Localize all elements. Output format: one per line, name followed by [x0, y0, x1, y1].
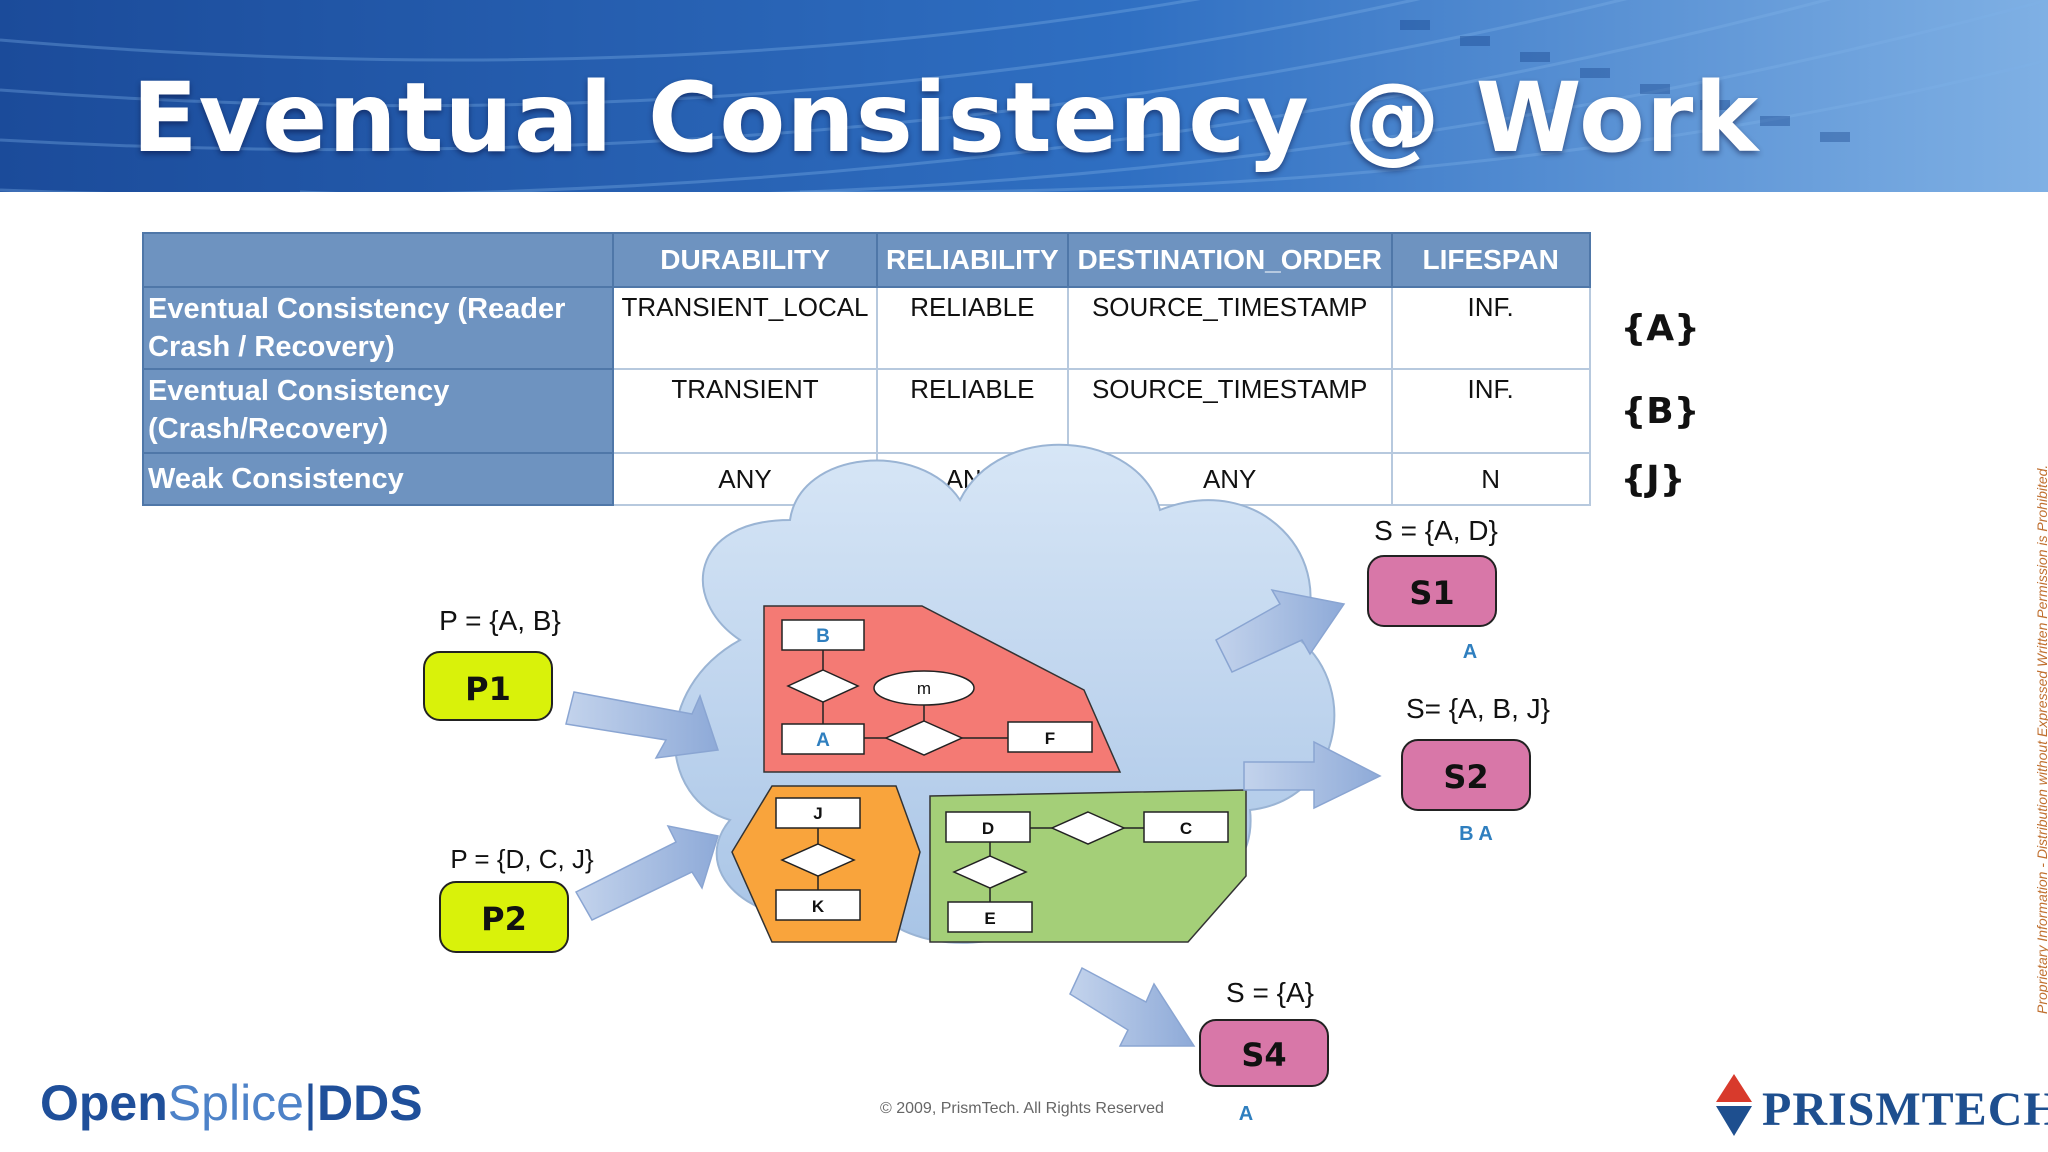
cell-destination-order: SOURCE_TIMESTAMP [1066, 368, 1393, 454]
tag-spacer [1589, 233, 1720, 287]
topic-box-k [775, 889, 861, 921]
topic-label-e: E [984, 909, 995, 928]
prismtech-logo: PRISMTECH [1712, 1072, 2048, 1142]
subscriber-set-s2: S= {A, B, J} [1406, 693, 1550, 724]
row-label-line2: (Crash/Recovery) [148, 413, 389, 445]
cell-lifespan: INF. [1390, 286, 1591, 370]
publisher-set-p1: P = {A, B} [439, 605, 561, 636]
cell-lifespan: INF. [1390, 368, 1591, 454]
qos-table: DURABILITY RELIABILITY DESTINATION_ORDER… [142, 232, 1721, 506]
topic-label-f: F [1045, 729, 1055, 748]
topic-label-m: m [917, 679, 931, 698]
arrow-p1-in [565, 691, 719, 759]
arrow-p2-in [574, 824, 719, 921]
topic-box-b [781, 619, 865, 651]
cell-reliability: RELIABLE [876, 368, 1069, 454]
subscriber-label-s2: S2 [1443, 758, 1488, 796]
row-label: Weak Consistency [142, 452, 614, 506]
subscriber-label-s4: S4 [1241, 1036, 1286, 1074]
row-tag: {B} [1589, 369, 1720, 453]
arrow-s4-out [1069, 966, 1196, 1047]
header-background [0, 0, 2048, 192]
topic-box-d [945, 811, 1031, 843]
proprietary-note: Proprietary Information - Distribution w… [2034, 464, 2048, 1014]
cell-durability: TRANSIENT [612, 368, 878, 454]
cell-lifespan: N [1390, 452, 1591, 506]
copyright-notice: © 2009, PrismTech. All Rights Reserved [880, 1100, 1164, 1117]
subscriber-s2 [1401, 739, 1531, 811]
opensplice-logo: OpenSplice|DDS [40, 1074, 423, 1132]
publisher-p2 [439, 881, 569, 953]
topic-box-e [947, 901, 1033, 933]
subscriber-received-s2: B A [1459, 823, 1493, 845]
arrow-s1-out [1215, 588, 1346, 673]
header-cell-lifespan: LIFESPAN [1390, 232, 1591, 288]
row-tag: {J} [1589, 453, 1720, 505]
header-cell-destination-order: DESTINATION_ORDER [1066, 232, 1393, 288]
subscriber-received-s1: A [1463, 641, 1477, 663]
topic-box-f [1007, 721, 1093, 753]
header-cell-durability: DURABILITY [612, 232, 878, 288]
topic-label-d: D [982, 819, 994, 838]
topic-label-b: B [816, 626, 830, 647]
publisher-p1 [423, 651, 553, 721]
cell-destination-order: SOURCE_TIMESTAMP [1066, 286, 1393, 370]
subscriber-s1 [1367, 555, 1497, 627]
subscriber-label-s1: S1 [1409, 574, 1454, 612]
publisher-label-p2: P2 [481, 900, 527, 938]
table-row: Eventual Consistency (Crash/Recovery) TRA… [142, 368, 1720, 454]
prismtech-logo-text: PRISMTECH [1762, 1083, 2048, 1136]
row-label-line1: Eventual Consistency (Reader [148, 293, 566, 325]
header-banner: Eventual Consistency @ Work [0, 0, 2048, 192]
arrow-s2-out [1243, 740, 1382, 810]
topic-label-j: J [813, 804, 822, 823]
topic-label-k: K [812, 897, 825, 916]
header-cell-empty [142, 232, 614, 288]
relation-diamond [1050, 811, 1126, 845]
publisher-label-p1: P1 [465, 670, 511, 708]
topic-label-a: A [816, 730, 830, 751]
row-label-line2: Crash / Recovery) [148, 331, 395, 363]
topic-box-a [781, 723, 865, 755]
row-label-line1: Eventual Consistency [148, 375, 450, 407]
header-cell-reliability: RELIABILITY [876, 232, 1069, 288]
logo-text-dds: DDS [316, 1075, 423, 1131]
page-title: Eventual Consistency @ Work [132, 62, 1760, 174]
subscriber-set-s1: S = {A, D} [1374, 515, 1498, 546]
subscriber-received-s4: A [1239, 1103, 1253, 1125]
prismtech-logo-icon [1716, 1074, 1752, 1136]
logo-text-splice: Splice [167, 1075, 304, 1131]
cell-reliability: RELIABLE [876, 286, 1069, 370]
subscriber-set-s4: S = {A} [1226, 977, 1314, 1008]
cell-durability: TRANSIENT_LOCAL [612, 286, 878, 370]
row-tag: {A} [1589, 287, 1720, 369]
logo-text-open: Open [40, 1075, 168, 1131]
subscriber-s4 [1199, 1019, 1329, 1087]
topic-box-c [1143, 811, 1229, 843]
row-label-line1: Weak Consistency [148, 463, 404, 495]
relation-diamond [884, 720, 964, 756]
topic-box-j [775, 797, 861, 829]
row-label: Eventual Consistency (Crash/Recovery) [142, 368, 614, 454]
logo-separator: | [303, 1075, 317, 1131]
table-header-row: DURABILITY RELIABILITY DESTINATION_ORDER… [142, 232, 1720, 288]
publisher-set-p2: P = {D, C, J} [450, 844, 594, 874]
topic-label-c: C [1180, 819, 1192, 838]
